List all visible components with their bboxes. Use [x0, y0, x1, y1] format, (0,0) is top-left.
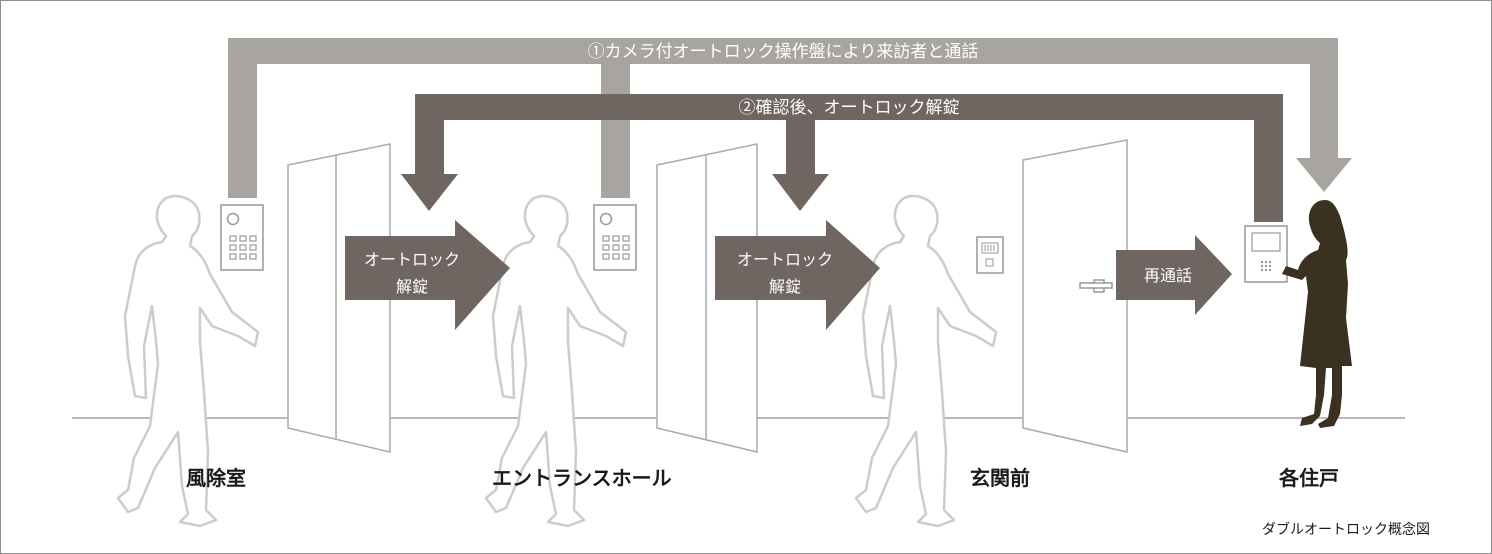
autolock-panel-1	[220, 204, 264, 271]
intercom-monitor	[1244, 225, 1288, 283]
unlock-arrow-1-line2: 解錠	[396, 277, 428, 296]
diagram-caption: ダブルオートロック概念図	[1262, 522, 1430, 538]
unlock-command-text: ②確認後、オートロック解錠	[739, 98, 960, 118]
unlock-command-arrow	[401, 94, 1283, 222]
unlock-arrow-1	[345, 220, 510, 330]
call-arrow	[228, 38, 1352, 198]
resident-figure	[1282, 200, 1352, 428]
label-windbreak-room: 風除室	[186, 466, 246, 490]
label-each-unit: 各住戸	[1279, 466, 1339, 490]
door-intercom	[976, 236, 1004, 274]
door-1	[287, 143, 391, 453]
unlock-arrow-2	[715, 220, 880, 330]
label-front-door: 玄関前	[970, 466, 1030, 490]
door-3	[1022, 139, 1128, 453]
unlock-arrow-2-line1: オートロック	[737, 250, 833, 269]
recall-arrow-text: 再通話	[1144, 266, 1192, 285]
recall-arrow	[1116, 235, 1232, 315]
autolock-panel-2	[593, 204, 637, 271]
unlock-arrow-2-line2: 解錠	[769, 277, 801, 296]
unlock-arrow-1-line1: オートロック	[364, 250, 460, 269]
door-2	[656, 143, 758, 453]
label-entrance-hall: エントランスホール	[492, 466, 672, 490]
call-arrow-text: ①カメラ付オートロック操作盤により来訪者と通話	[588, 42, 979, 62]
